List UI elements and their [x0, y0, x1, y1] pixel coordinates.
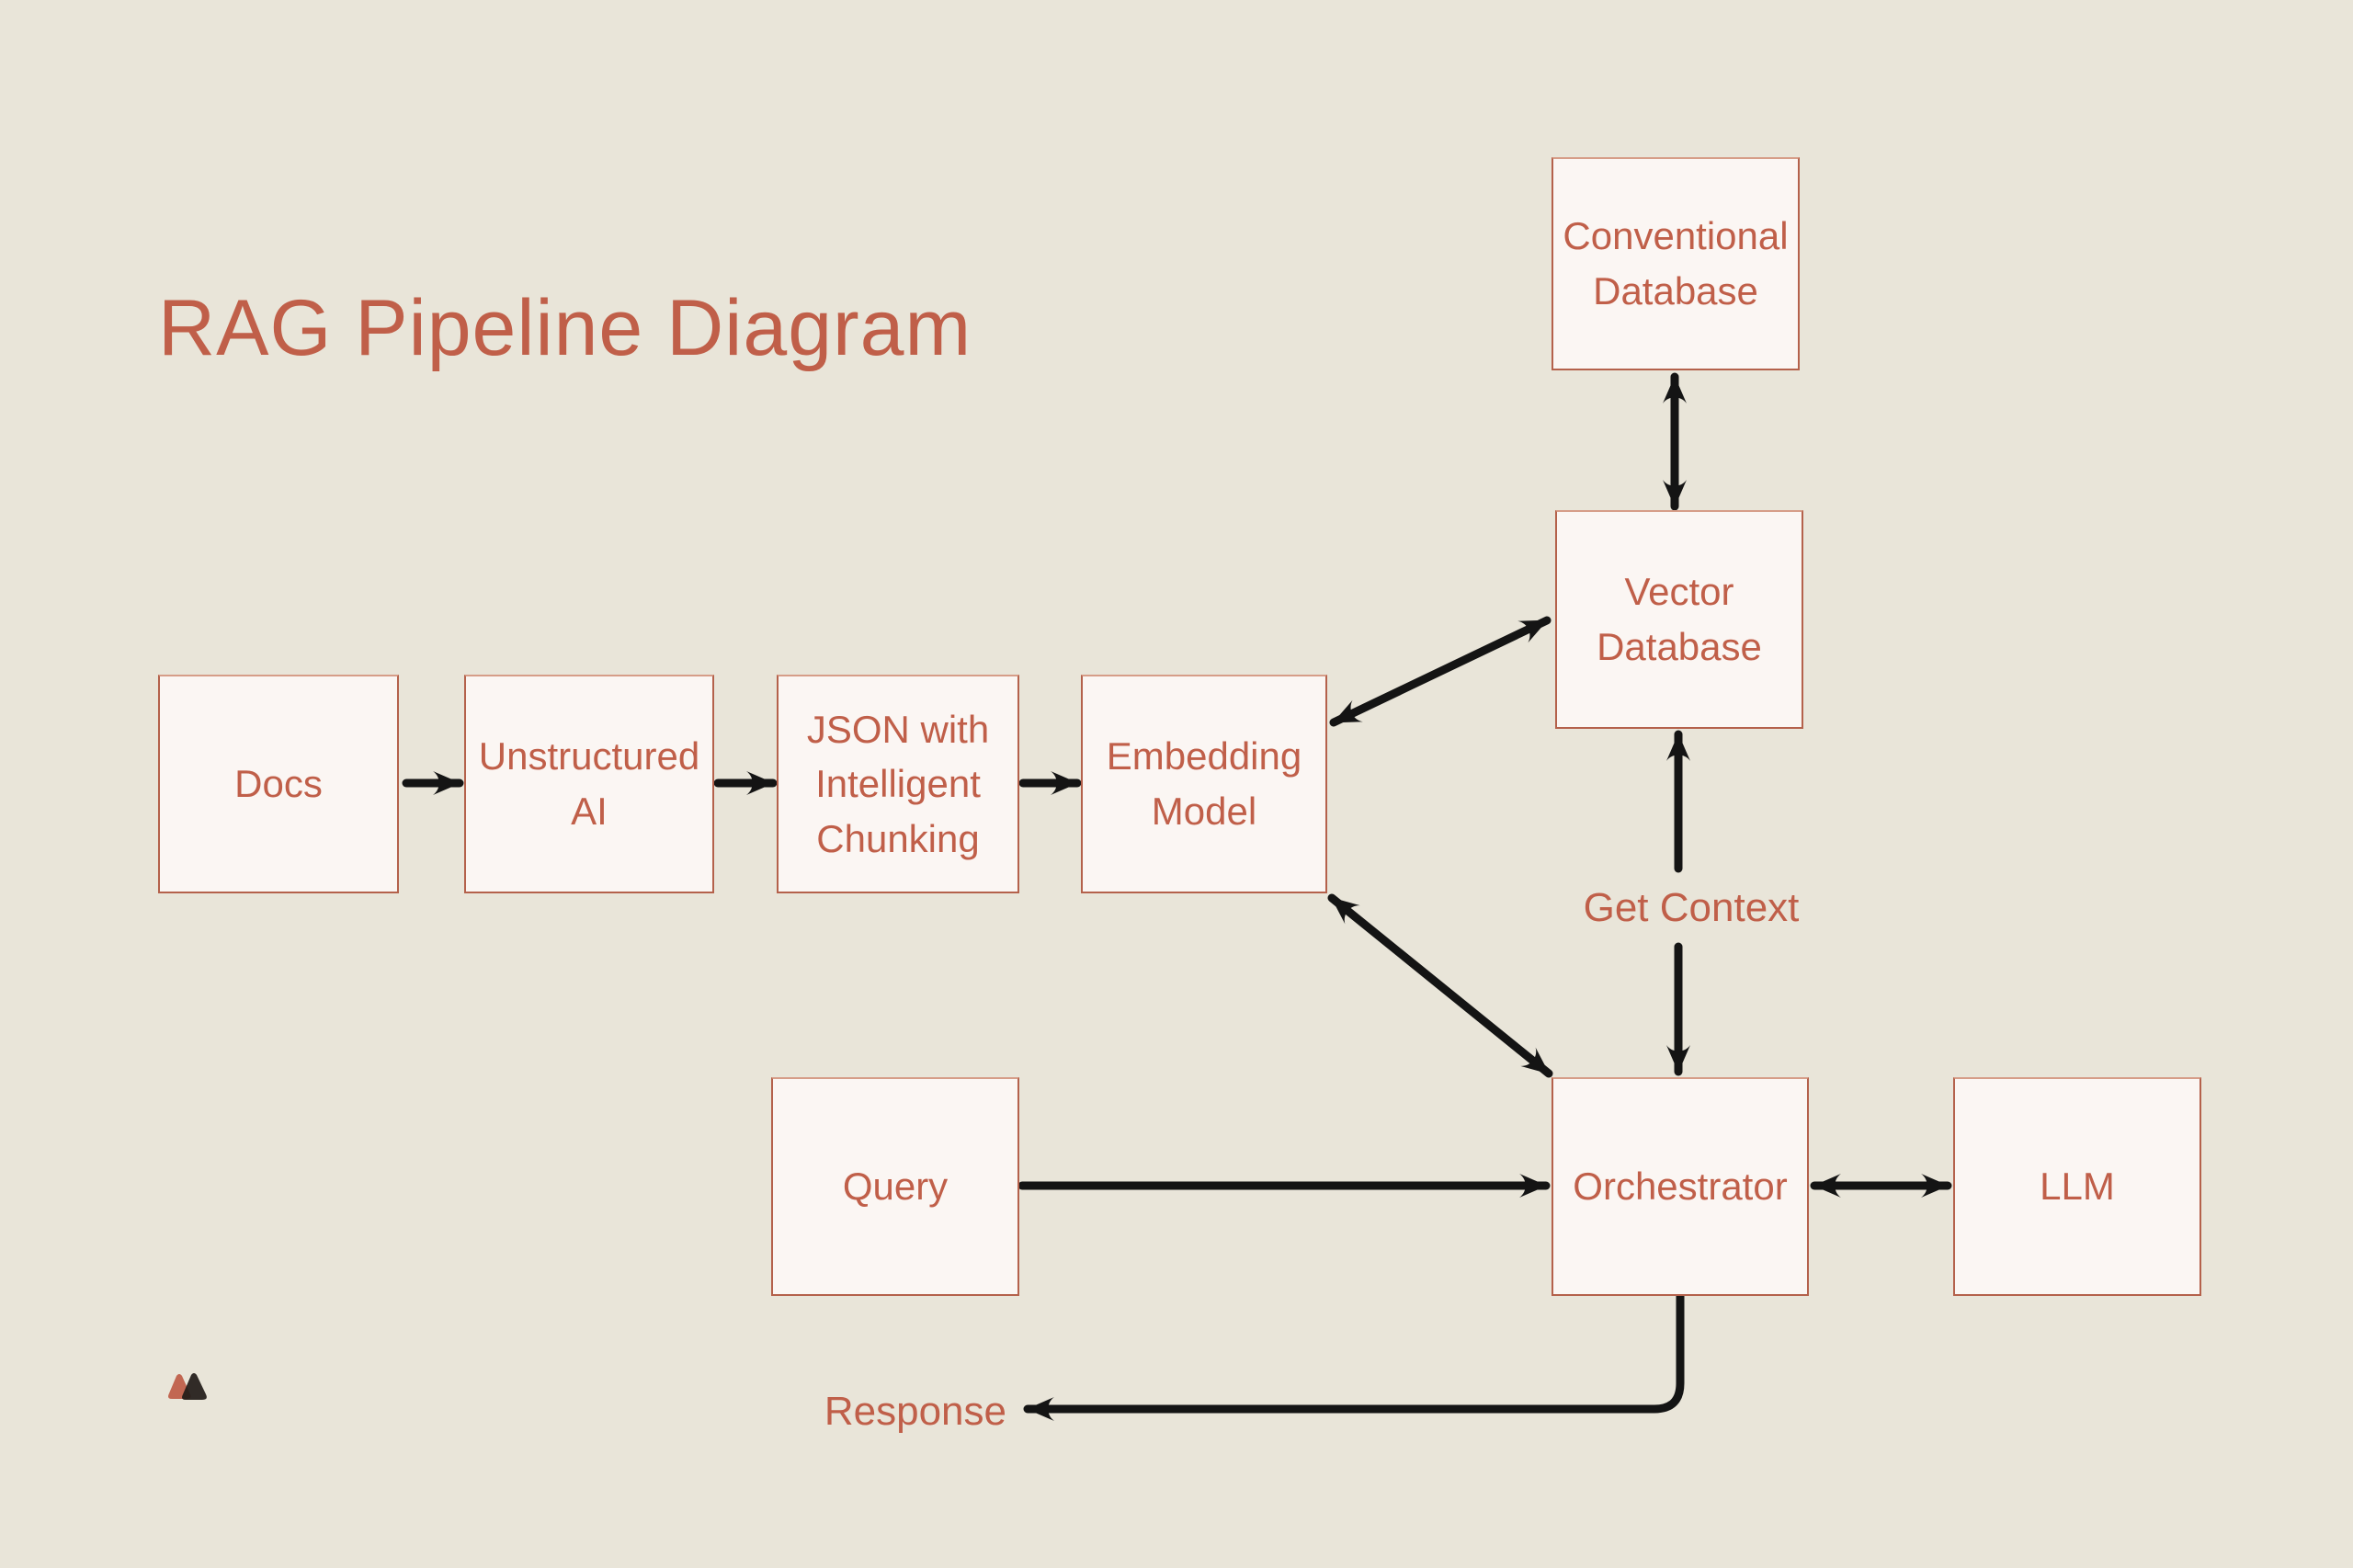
node-unstructured-ai-label: Unstructured AI — [478, 734, 700, 833]
node-conventional-db: Conventional Database — [1552, 157, 1800, 370]
node-conventional-db-label: Conventional Database — [1563, 214, 1789, 312]
node-query-label: Query — [842, 1165, 949, 1209]
edge-embedding-orchestrator — [1327, 893, 1553, 1078]
node-orchestrator-label: Orchestrator — [1573, 1165, 1788, 1209]
node-query: Query — [771, 1077, 1019, 1296]
node-json-chunking: JSON with Intelligent Chunking — [777, 675, 1019, 893]
node-llm-label: LLM — [2040, 1165, 2115, 1209]
node-unstructured-ai: Unstructured AI — [464, 675, 714, 893]
node-json-chunking-label: JSON with Intelligent Chunking — [806, 707, 990, 860]
node-vector-db: Vector Database — [1555, 510, 1803, 729]
brand-logo-icon — [168, 1373, 207, 1400]
page-title: RAG Pipeline Diagram — [158, 284, 972, 372]
node-docs-label: Docs — [234, 762, 323, 806]
edge-orchestrator-to-response — [1023, 1291, 1685, 1421]
edge-embedding-vectordb — [1329, 616, 1552, 727]
node-embedding-model-label: Embedding Model — [1106, 734, 1302, 833]
node-vector-db-label: Vector Database — [1597, 570, 1762, 668]
node-llm: LLM — [1953, 1077, 2201, 1296]
node-orchestrator: Orchestrator — [1552, 1077, 1809, 1296]
node-docs: Docs — [158, 675, 399, 893]
response-label: Response — [824, 1389, 1006, 1434]
get-context-label: Get Context — [1583, 885, 1800, 930]
node-embedding-model: Embedding Model — [1081, 675, 1327, 893]
